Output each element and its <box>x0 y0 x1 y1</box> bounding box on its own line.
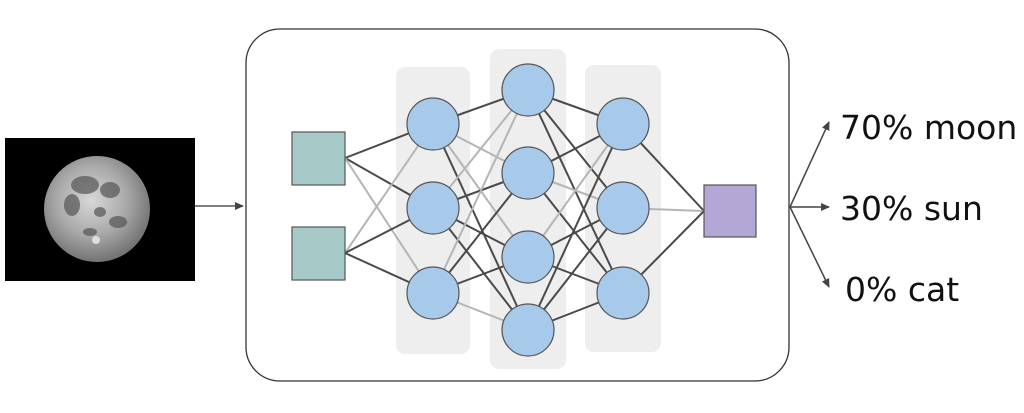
hidden-node <box>596 181 650 235</box>
input-image <box>5 138 195 281</box>
hidden-node <box>406 97 460 151</box>
hidden-layer-3 <box>596 97 650 320</box>
input-node <box>291 131 346 186</box>
arrow-to-cat <box>789 206 830 288</box>
network-edge <box>344 157 434 294</box>
output-layer <box>703 184 757 238</box>
moon-crater-bright <box>92 236 100 244</box>
output-arrows <box>789 121 830 288</box>
hidden-node <box>501 303 555 357</box>
hidden-node <box>501 230 555 284</box>
prediction-label-sun: 30% sun <box>840 189 983 228</box>
hidden-layer-1 <box>406 97 460 320</box>
hidden-node <box>406 181 460 235</box>
network-edge <box>527 123 624 258</box>
input-node <box>291 226 346 281</box>
input-layer <box>291 131 346 281</box>
hidden-node <box>501 146 555 200</box>
prediction-label-cat: 0% cat <box>845 270 959 309</box>
hidden-node <box>406 266 460 320</box>
hidden-node <box>596 266 650 320</box>
hidden-layer-2 <box>501 63 555 357</box>
network-edge <box>527 123 624 331</box>
hidden-node <box>596 97 650 151</box>
arrow-to-moon <box>789 121 830 208</box>
network-edge <box>432 89 529 294</box>
moon-craters <box>64 176 127 236</box>
network-edge <box>432 123 529 331</box>
output-node <box>703 184 757 238</box>
hidden-node <box>501 63 555 117</box>
prediction-label-moon: 70% moon <box>840 108 1017 147</box>
